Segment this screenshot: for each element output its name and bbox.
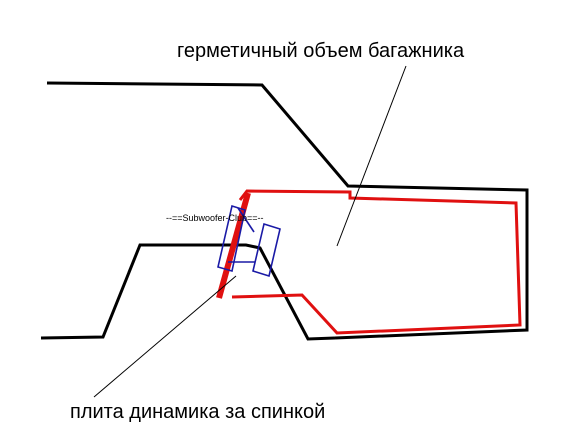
speaker-board-label: плита динамика за спинкой [70, 401, 325, 423]
trunk-volume-label: герметичный объем багажника [177, 40, 465, 62]
speaker-board-leader [93, 275, 237, 398]
car-body-outline [40, 81, 529, 341]
leader-lines [93, 65, 407, 398]
trunk-volume-leader [336, 65, 407, 247]
sealed-trunk-enclosure [231, 189, 522, 335]
enclosure-outline [231, 189, 522, 335]
speaker-cone-edge [237, 207, 255, 233]
watermark-text: --==Subwoofer-Club==-- [166, 213, 264, 223]
speaker-magnet [252, 222, 281, 278]
speaker-basket [217, 204, 246, 273]
speaker-driver [217, 204, 281, 278]
cabin-floor-line [40, 243, 336, 341]
roof-and-rear-window-line [46, 81, 529, 340]
speaker-board-plate [216, 192, 251, 299]
